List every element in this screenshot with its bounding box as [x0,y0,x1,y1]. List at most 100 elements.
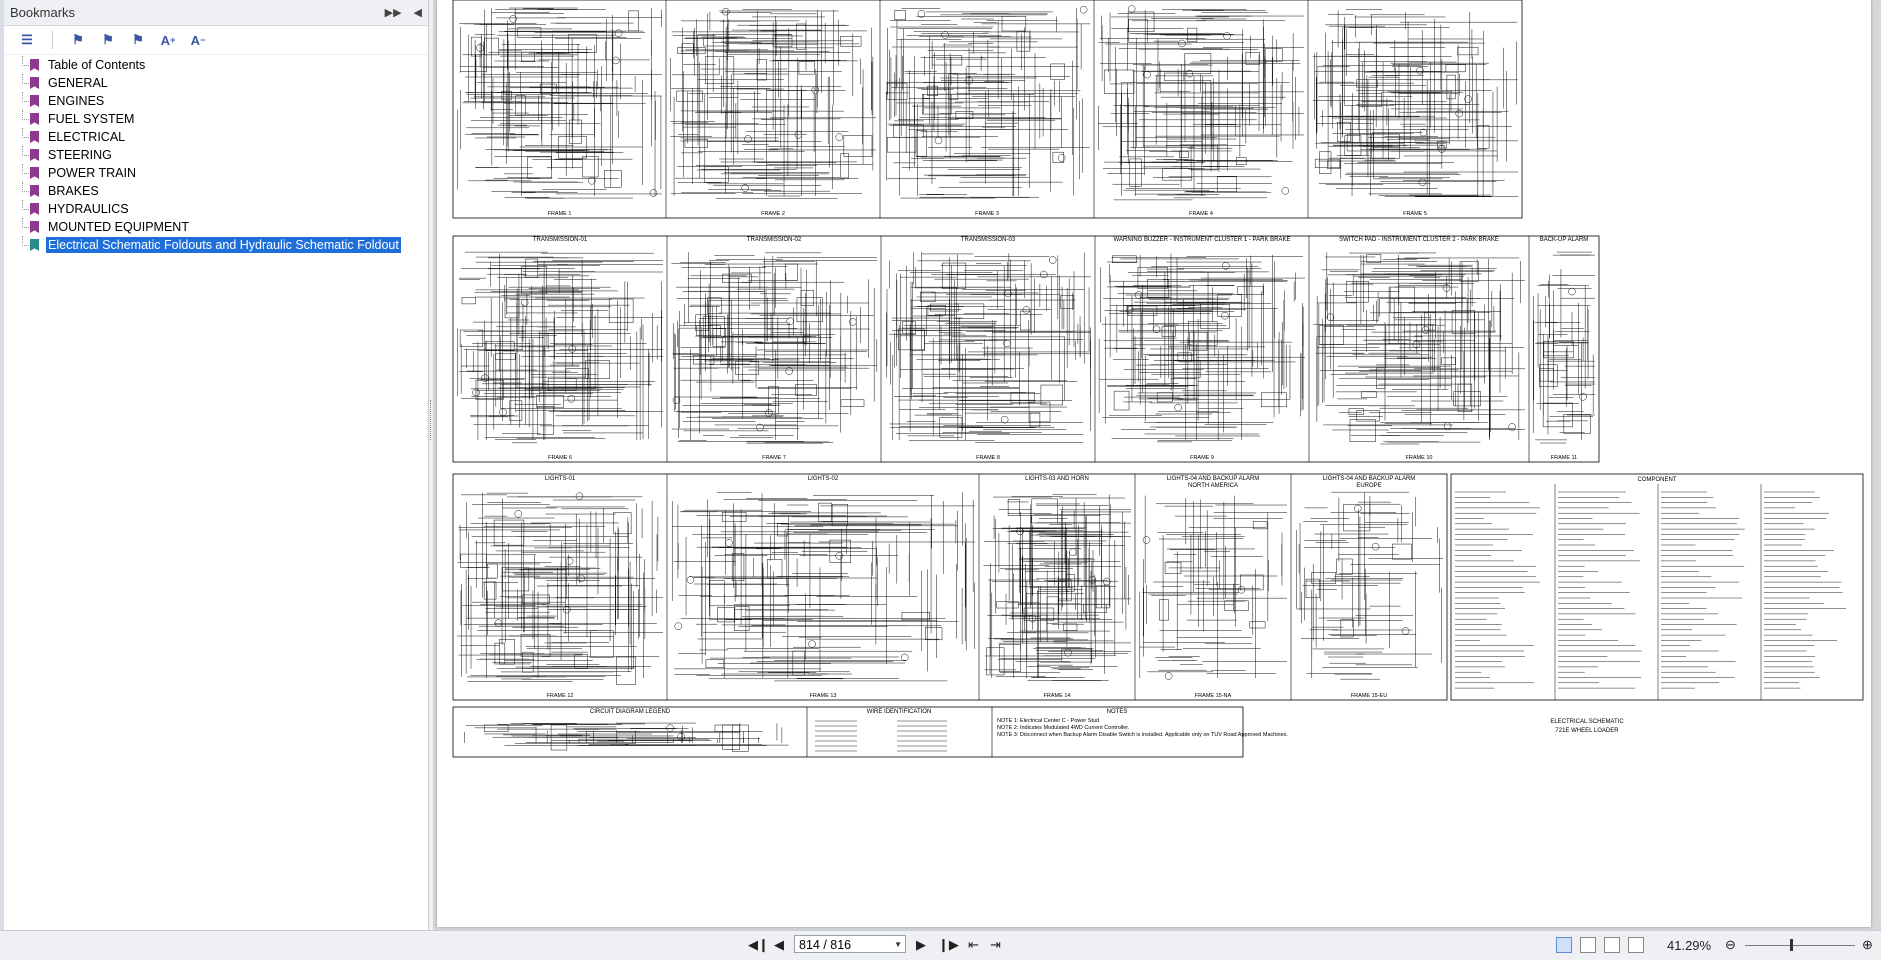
section-header: WARNING BUZZER - INSTRUMENT CLUSTER 1 - … [1114,237,1291,243]
delete-bookmark-icon[interactable]: ⚑ [72,32,84,47]
new-bookmark-icon[interactable]: ⚑ [102,32,114,47]
bookmarks-header: Bookmarks ▶▶ ◀ [4,0,428,26]
bookmark-item[interactable]: Table of Contents [4,56,428,74]
bookmark-label: MOUNTED EQUIPMENT [48,220,189,234]
wiring-block [886,252,1091,443]
section-subheader: EUROPE [1356,483,1381,489]
bookmark-icon [30,95,39,107]
zoom-level: 41.29% [1667,938,1712,953]
frame-label: FRAME 11 [1551,455,1578,461]
tree-connector [22,236,31,246]
page-number-input[interactable]: 814 / 816 ▼ [794,935,906,953]
bookmark-item[interactable]: STEERING [4,146,428,164]
section-header: TRANSMISSION-01 [533,237,588,243]
zoom-out-icon[interactable]: ⊖ [1725,937,1736,952]
tree-connector [22,56,31,66]
wiring-block [1296,491,1443,680]
section-header: BACK-UP ALARM [1540,237,1589,243]
bookmark-item[interactable]: ENGINES [4,92,428,110]
toolbar-divider [52,31,53,49]
frame-label: FRAME 9 [1190,455,1214,461]
tree-connector [22,146,31,156]
tree-connector [22,164,31,174]
find-bookmark-icon[interactable]: ⚑ [132,32,144,47]
continuous-facing-view-button[interactable] [1628,937,1644,953]
status-bar: ◀❙ ◀ 814 / 816 ▼ ▶ ❙▶ ⇤ ⇥ 41.29% ⊖ ⊕ [0,930,1881,960]
bookmark-icon [30,149,39,161]
single-page-view-button[interactable] [1556,937,1572,953]
tree-connector [22,182,31,192]
frame-label: FRAME 1 [548,211,572,217]
last-page-icon[interactable]: ❙▶ [938,937,959,952]
row3-border [452,473,1448,701]
bookmarks-toolbar: ☰ ⚑ ⚑ ⚑ A+ A− [4,26,428,55]
next-view-icon[interactable]: ⇥ [990,937,1001,952]
zoom-slider-thumb[interactable] [1790,939,1793,951]
decrease-text-size-icon[interactable]: A− [190,32,206,48]
next-page-icon[interactable]: ▶ [916,937,926,952]
tree-connector [22,110,31,120]
wiring-block [1139,495,1287,680]
bookmark-options-icon[interactable]: ☰ [21,32,33,47]
frame-label: FRAME 12 [547,693,574,699]
bookmark-item[interactable]: MOUNTED EQUIPMENT [4,218,428,236]
wiring-block [1532,251,1595,444]
bookmark-icon [30,221,39,233]
previous-view-icon[interactable]: ⇤ [968,937,979,952]
bookmark-icon [30,185,39,197]
facing-view-button[interactable] [1604,937,1620,953]
wiring-block [464,722,789,752]
zoom-slider[interactable] [1745,945,1855,946]
section-header: SWITCH PAD - INSTRUMENT CLUSTER 2 - PARK… [1339,237,1499,243]
note-text: NOTE 2: Indicates Modulated 4WD Current … [997,725,1130,731]
frame-label: FRAME 5 [1403,211,1427,217]
legend-title: CIRCUIT DIAGRAM LEGEND [590,709,671,715]
frame-label: FRAME 2 [761,211,785,217]
frame-label: FRAME 13 [810,693,837,699]
page-number-value: 814 / 816 [799,938,852,952]
previous-page-icon[interactable]: ◀ [774,937,784,952]
expand-panel-icon[interactable]: ▶▶ [384,7,402,19]
component-table [1450,473,1864,701]
zoom-in-icon[interactable]: ⊕ [1862,937,1873,952]
bookmark-item[interactable]: HYDRAULICS [4,200,428,218]
tree-connector [22,218,31,228]
continuous-view-button[interactable] [1580,937,1596,953]
bookmark-icon [30,59,39,71]
bookmark-item[interactable]: POWER TRAIN [4,164,428,182]
section-header: LIGHTS-04 AND BACKUP ALARM [1167,476,1260,482]
bookmark-icon [30,239,39,251]
bookmark-label: Electrical Schematic Foldouts and Hydrau… [46,237,401,253]
frame-label: FRAME 10 [1406,455,1433,461]
section-header: LIGHTS-03 AND HORN [1025,476,1089,482]
bookmark-label: POWER TRAIN [48,166,136,180]
bookmark-label: STEERING [48,148,112,162]
wiring-block [670,7,876,199]
wiring-block [1312,9,1518,198]
section-header: LIGHTS-04 AND BACKUP ALARM [1323,476,1416,482]
component-header: COMPONENT [1638,477,1677,483]
increase-text-size-icon[interactable]: A+ [160,32,176,48]
bookmark-item[interactable]: BRAKES [4,182,428,200]
left-navigation-rail [0,0,4,959]
wiring-block [457,492,663,685]
collapse-panel-icon[interactable]: ◀ [413,7,422,19]
bookmark-item[interactable]: FUEL SYSTEM [4,110,428,128]
wire-id-title: WIRE IDENTIFICATION [867,709,932,715]
bookmark-item[interactable]: GENERAL [4,74,428,92]
bookmark-icon [30,113,39,125]
bookmark-icon [30,131,39,143]
chevron-down-icon[interactable]: ▼ [894,940,902,949]
first-page-icon[interactable]: ◀❙ [748,937,769,952]
frame-label: FRAME 14 [1044,693,1071,699]
frame-label: FRAME 3 [975,211,999,217]
bookmark-icon [30,167,39,179]
notes-title: NOTES [1107,709,1128,715]
bookmark-item[interactable]: ELECTRICAL [4,128,428,146]
bookmark-item[interactable]: Electrical Schematic Foldouts and Hydrau… [4,236,428,254]
bookmarks-title: Bookmarks [10,5,76,20]
wiring-block [1098,5,1304,201]
bookmark-label: HYDRAULICS [48,202,129,216]
